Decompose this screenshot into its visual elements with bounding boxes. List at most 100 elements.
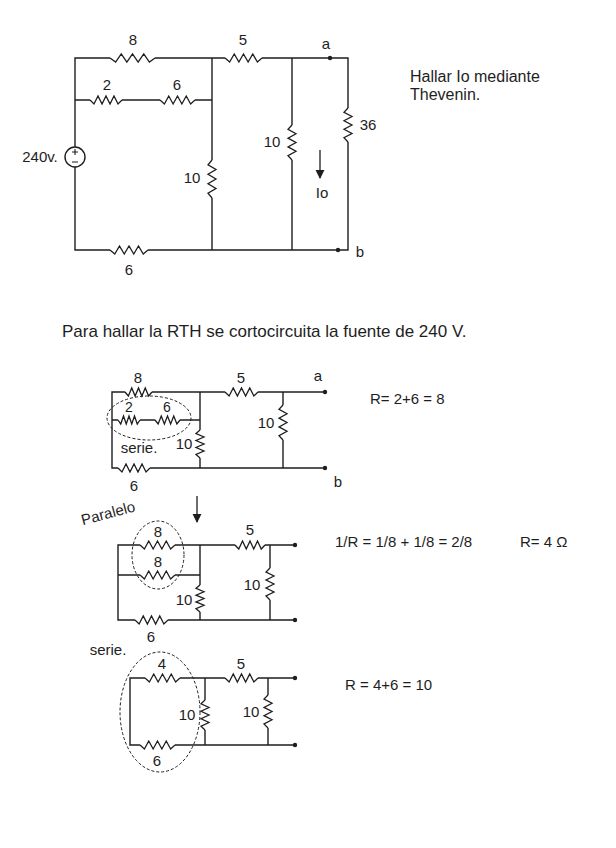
terminal-label: a <box>314 367 322 384</box>
resistor-zigzag <box>264 695 272 728</box>
resistor-zigzag <box>118 416 140 424</box>
component-value: 8 <box>154 523 162 540</box>
component-value: 10 <box>264 133 281 150</box>
component-value: 5 <box>237 655 245 672</box>
resistor-symbol <box>140 571 175 579</box>
resistor-zigzag <box>235 541 265 549</box>
terminal-dot <box>293 676 297 680</box>
terminal-label: b <box>334 473 342 490</box>
instruction-note: Para hallar la RTH se cortocircuita la f… <box>62 322 582 342</box>
resistor-zigzag <box>344 108 352 142</box>
resistor-symbol <box>279 405 287 440</box>
component-value: 36 <box>360 116 377 133</box>
component-value: 10 <box>243 703 260 720</box>
resistor-zigzag <box>110 54 155 62</box>
resistor-zigzag <box>110 246 148 254</box>
component-value: 10 <box>258 414 275 431</box>
terminal-dot <box>328 56 332 60</box>
resistor-symbol <box>90 96 122 104</box>
terminal-dot <box>293 543 297 547</box>
terminal-dot <box>293 743 297 747</box>
grouping-oval <box>107 396 191 440</box>
calculation: R= 4 Ω <box>520 533 567 550</box>
resistor-symbol <box>155 416 180 424</box>
wire <box>112 392 325 468</box>
resistor-symbol <box>196 430 204 458</box>
calculation: 1/R = 1/8 + 1/8 = 2/8 <box>335 533 472 550</box>
component-value: 10 <box>176 435 193 452</box>
resistor-zigzag <box>160 96 195 104</box>
resistor-symbol <box>125 388 152 396</box>
terminal-dot <box>336 248 340 252</box>
resistor-symbol <box>196 585 204 612</box>
current-label: Io <box>316 184 329 201</box>
component-value: 10 <box>176 591 193 608</box>
resistor-symbol <box>118 464 150 472</box>
grouping-oval <box>120 652 200 772</box>
source-circle <box>65 147 85 167</box>
wire <box>118 545 295 620</box>
component-value: 8 <box>134 369 142 386</box>
component-value: 5 <box>239 31 247 48</box>
resistor-zigzag <box>225 54 262 62</box>
component-value: 4 <box>158 655 166 672</box>
resistor-zigzag <box>155 416 180 424</box>
resistor-zigzag <box>225 388 258 396</box>
resistor-symbol <box>235 541 265 549</box>
voltage-source <box>65 147 85 167</box>
component-value: 6 <box>173 76 181 93</box>
terminal-label: b <box>356 243 364 260</box>
terminal-dot <box>293 618 297 622</box>
resistor-zigzag <box>145 674 180 682</box>
wire <box>199 545 200 620</box>
resistor-zigzag <box>140 541 175 549</box>
resistor-symbol <box>110 246 148 254</box>
resistor-zigzag <box>196 585 204 612</box>
terminal-dot <box>323 390 327 394</box>
arrow <box>196 496 197 522</box>
resistor-symbol <box>118 416 140 424</box>
wire <box>75 58 348 250</box>
resistor-symbol <box>264 695 272 728</box>
component-value: 2 <box>125 399 133 415</box>
terminal-label: a <box>322 35 330 52</box>
annotation: Paralelo <box>79 498 137 529</box>
resistor-zigzag <box>225 674 258 682</box>
resistor-symbol <box>225 674 258 682</box>
resistor-zigzag <box>208 160 216 198</box>
resistor-zigzag <box>266 568 274 600</box>
resistor-zigzag <box>135 616 168 624</box>
polarity-marks <box>72 149 78 162</box>
resistor-symbol <box>344 108 352 142</box>
resistor-zigzag <box>118 464 150 472</box>
resistor-zigzag <box>196 430 204 458</box>
resistor-symbol <box>266 568 274 600</box>
arrow <box>319 150 320 178</box>
resistor-zigzag <box>90 96 122 104</box>
resistor-symbol <box>201 700 209 730</box>
resistor-zigzag <box>140 741 175 749</box>
calculation: R = 4+6 = 10 <box>345 676 432 693</box>
resistor-zigzag <box>279 405 287 440</box>
component-value: 8 <box>154 553 162 570</box>
wire <box>267 678 268 745</box>
resistor-symbol <box>140 541 175 549</box>
calculation: R= 2+6 = 8 <box>370 390 445 407</box>
component-value: 6 <box>125 261 133 278</box>
resistor-symbol <box>225 388 258 396</box>
resistor-symbol <box>140 741 175 749</box>
annotation: serie. <box>121 439 158 456</box>
resistor-zigzag <box>140 571 175 579</box>
component-value: 6 <box>130 477 138 494</box>
terminal-dot <box>323 466 327 470</box>
annotation: serie. <box>90 641 127 658</box>
component-value: 6 <box>163 399 171 415</box>
resistor-symbol <box>208 160 216 198</box>
component-value: 5 <box>246 521 254 538</box>
component-value: 10 <box>244 576 261 593</box>
wire <box>211 58 212 250</box>
component-value: 5 <box>237 369 245 386</box>
grouping-oval <box>132 521 184 589</box>
component-value: 10 <box>184 169 201 186</box>
